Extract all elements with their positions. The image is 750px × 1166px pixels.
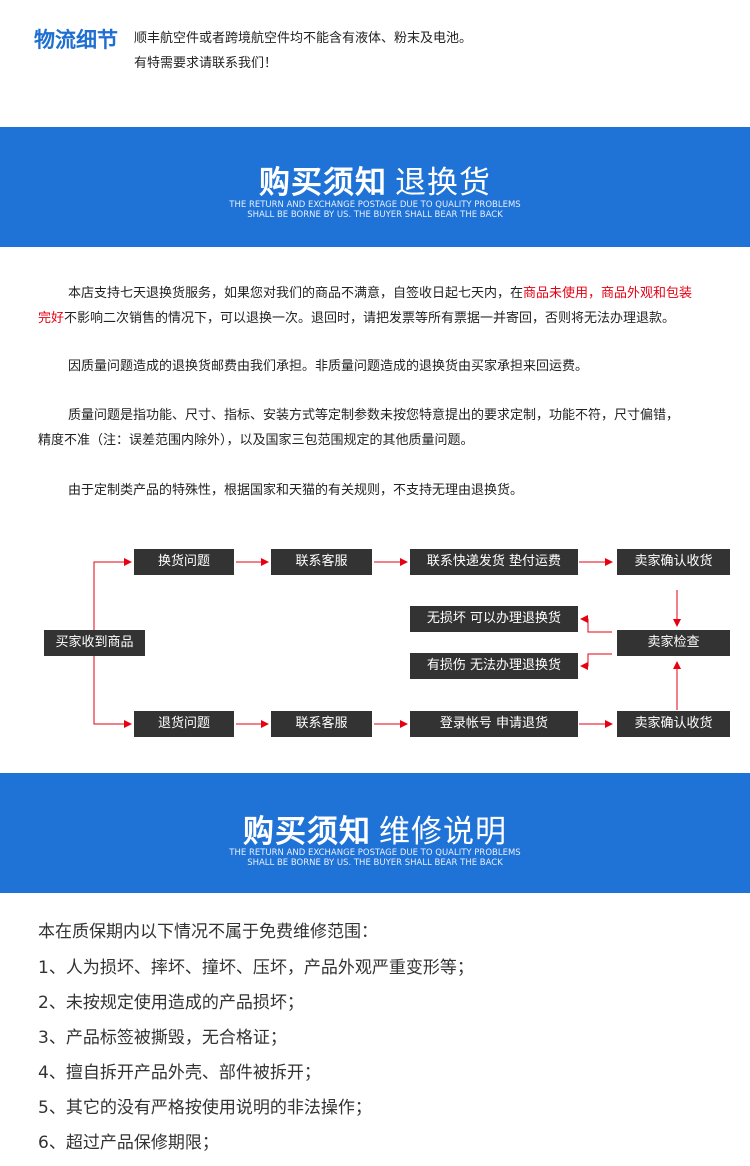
flow-exchange-issue: 换货问题 — [134, 549, 234, 575]
returns-banner-title-bold: 购买须知 — [259, 165, 387, 201]
repair-banner: 购买须知维修说明 THE RETURN AND EXCHANGE POSTAGE… — [0, 773, 750, 893]
logistics-section: 物流细节 顺丰航空件或者跨境航空件均不能含有液体、粉末及电池。 有特需要求请联系… — [0, 0, 750, 127]
arrow-inspect-to-no-damage — [580, 615, 612, 633]
returns-banner-sub-1: THE RETURN AND EXCHANGE POSTAGE DUE TO Q… — [229, 200, 521, 210]
flow-no-damage: 无损坏 可以办理退换货 — [410, 606, 578, 632]
arrow-buyer-to-exchange — [93, 558, 132, 630]
list-item: 4、擅自拆开产品外壳、部件被拆开； — [38, 1063, 321, 1083]
policy-p1-text-a: 本店支持七天退换货服务，如果您对我们的商品不满意，自签收日起七天内，在 — [68, 286, 524, 301]
flow-return-issue: 退货问题 — [134, 711, 234, 737]
arrow-inspect-to-damage — [580, 653, 612, 670]
flow-contact-service-bottom: 联系客服 — [271, 711, 372, 737]
flow-has-damage: 有损伤 无法办理退换货 — [410, 653, 578, 679]
policy-paragraph-3-line-2: 精度不准（注：误差范围内除外），以及国家三包范围规定的其他质量问题。 — [38, 433, 474, 448]
policy-paragraph-2: 因质量问题造成的退换货邮费由我们承担。非质量问题造成的退换货由买家承担来回运费。 — [68, 359, 589, 374]
returns-banner-subtitle: THE RETURN AND EXCHANGE POSTAGE DUE TO Q… — [0, 200, 750, 220]
repair-banner-title-bold: 购买须知 — [243, 814, 371, 850]
flow-login-apply: 登录帐号 申请退货 — [410, 711, 578, 737]
returns-banner-title: 购买须知退换货 — [0, 157, 750, 202]
return-flowchart: 买家收到商品 换货问题 联系客服 联系快递发货 垫付运费 卖家确认收货 无损坏 … — [0, 530, 750, 760]
repair-banner-sub-1: THE RETURN AND EXCHANGE POSTAGE DUE TO Q… — [229, 848, 521, 858]
policy-paragraph-4: 由于定制类产品的特殊性，根据国家和天猫的有关规则，不支持无理由退换货。 — [68, 483, 524, 498]
flow-seller-confirm-bottom: 卖家确认收货 — [617, 711, 730, 737]
flowchart-arrows — [93, 558, 681, 728]
list-item: 6、超过产品保修期限； — [38, 1133, 219, 1153]
policy-p1-highlight-b: 完好 — [38, 311, 65, 326]
repair-intro: 本在质保期内以下情况不属于免费维修范围： — [38, 922, 378, 942]
flow-ship-express: 联系快递发货 垫付运费 — [410, 549, 578, 575]
flow-seller-inspect: 卖家检查 — [617, 630, 730, 656]
flow-contact-service-top: 联系客服 — [271, 549, 372, 575]
arrow-buyer-to-return — [93, 656, 132, 728]
logistics-line-1: 顺丰航空件或者跨境航空件均不能含有液体、粉末及电池。 — [134, 31, 473, 46]
returns-banner-sub-2: SHALL BE BORNE BY US. THE BUYER SHALL BE… — [247, 210, 503, 220]
list-item: 3、产品标签被撕毁，无合格证； — [38, 1028, 287, 1048]
policy-paragraph-1-line-1: 本店支持七天退换货服务，如果您对我们的商品不满意，自签收日起七天内，在商品未使用… — [68, 282, 692, 301]
repair-banner-subtitle: THE RETURN AND EXCHANGE POSTAGE DUE TO Q… — [0, 848, 750, 868]
flow-seller-confirm-top: 卖家确认收货 — [617, 549, 730, 575]
returns-banner-title-light: 退换货 — [395, 165, 491, 201]
flow-buyer-received: 买家收到商品 — [44, 630, 145, 656]
policy-paragraph-1-line-2: 完好不影响二次销售的情况下，可以退换一次。退回时，请把发票等所有票据一并寄回，否… — [38, 307, 675, 326]
list-item: 2、未按规定使用造成的产品损坏； — [38, 993, 304, 1013]
policy-p1-text-b: 不影响二次销售的情况下，可以退换一次。退回时，请把发票等所有票据一并寄回，否则将… — [64, 311, 676, 326]
repair-banner-title: 购买须知维修说明 — [0, 806, 750, 851]
returns-banner: 购买须知退换货 THE RETURN AND EXCHANGE POSTAGE … — [0, 127, 750, 247]
list-item: 1、人为损坏、摔坏、撞坏、压坏，产品外观严重变形等； — [38, 958, 474, 978]
list-item: 5、其它的没有严格按使用说明的非法操作； — [38, 1098, 372, 1118]
policy-p1-highlight-a: 商品未使用，商品外观和包装 — [523, 286, 693, 301]
repair-banner-title-light: 维修说明 — [379, 814, 507, 850]
repair-banner-sub-2: SHALL BE BORNE BY US. THE BUYER SHALL BE… — [247, 858, 503, 868]
logistics-line-2: 有特需要求请联系我们！ — [134, 56, 278, 71]
logistics-title: 物流细节 — [34, 28, 118, 52]
policy-paragraph-3-line-1: 质量问题是指功能、尺寸、指标、安装方式等定制参数未按您特意提出的要求定制，功能不… — [68, 408, 680, 423]
